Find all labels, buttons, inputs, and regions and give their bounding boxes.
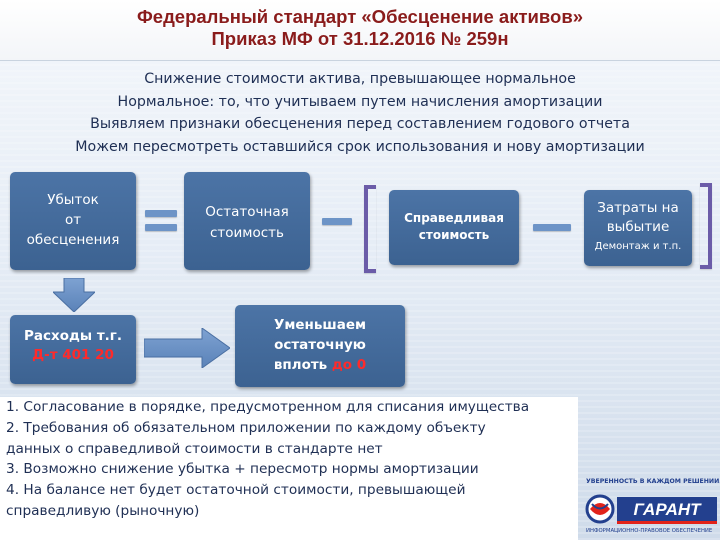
- impairment-loss-line-2: от: [64, 212, 82, 228]
- note-line-6: справедливую (рыночную): [6, 502, 200, 519]
- note-line-1: 1. Согласование в порядке, предусмотренн…: [6, 399, 530, 415]
- fair-value-line-2: стоимость: [418, 228, 490, 242]
- residual-value-line-2: стоимость: [209, 225, 284, 241]
- reduce-residual-prefix: вплоть: [273, 357, 332, 373]
- summary-text: Снижение стоимости актива, превышающее н…: [0, 68, 720, 158]
- title-line-2: Приказ МФ от 31.12.2016 № 259н: [211, 28, 509, 49]
- reduce-residual-box: Уменьшаем остаточную вплоть до 0: [235, 305, 405, 387]
- logo-footer: ИНФОРМАЦИОННО-ПРАВОВОЕ ОБЕСПЕЧЕНИЕ: [586, 528, 713, 534]
- disposal-costs-note: Демонтаж и т.п.: [594, 241, 682, 252]
- note-line-3: данных о справедливой стоимости в станда…: [6, 440, 383, 457]
- note-line-4: 3. Возможно снижение убытка + пересмотр …: [6, 461, 479, 478]
- title-line-1: Федеральный стандарт «Обесценение активо…: [136, 6, 584, 27]
- fair-value-box: Справедливая стоимость: [389, 190, 519, 265]
- right-arrow-icon: [144, 328, 230, 368]
- summary-line-4: Можем пересмотреть оставшийся срок испол…: [75, 138, 645, 155]
- disposal-costs-line-2: выбытие: [606, 219, 670, 235]
- current-expenses-line-1: Расходы т.г.: [24, 328, 122, 344]
- slide-title: Федеральный стандарт «Обесценение активо…: [0, 6, 720, 50]
- minus-sign: [322, 218, 352, 225]
- logo-brand: ГАРАНТ: [633, 500, 702, 519]
- fair-value-line-1: Справедливая: [404, 211, 504, 225]
- residual-value-box: Остаточная стоимость: [184, 172, 310, 270]
- summary-line-3: Выявляем признаки обесценения перед сост…: [90, 116, 630, 132]
- reduce-residual-line-3: вплоть до 0: [235, 355, 405, 375]
- title-band: [0, 0, 720, 61]
- disposal-costs-box: Затраты на выбытие Демонтаж и т.п.: [584, 190, 692, 266]
- left-bracket: [364, 185, 376, 273]
- reduce-residual-limit: до 0: [331, 357, 367, 373]
- equals-bar-bottom: [145, 224, 177, 231]
- impairment-loss-line-1: Убыток: [47, 192, 99, 208]
- note-line-2: 2. Требования об обязательном приложении…: [6, 419, 486, 436]
- equals-bar-top: [145, 210, 177, 217]
- numbered-notes: 1. Согласование в порядке, предусмотренн…: [0, 397, 578, 540]
- right-bracket: [700, 183, 712, 269]
- current-expenses-account: Д-т 401 20: [32, 347, 114, 363]
- impairment-loss-box: Убыток от обесценения: [10, 172, 136, 270]
- residual-value-line-1: Остаточная: [205, 204, 289, 220]
- reduce-residual-line-2: остаточную: [274, 337, 366, 353]
- disposal-costs-line-1: Затраты на: [597, 200, 679, 216]
- garant-logo: ГАРАНТ: [585, 494, 717, 524]
- summary-line-1: Снижение стоимости актива, превышающее н…: [144, 71, 576, 87]
- reduce-residual-line-1: Уменьшаем: [273, 317, 367, 333]
- summary-line-2: Нормальное: то, что учитываем путем начи…: [117, 93, 603, 110]
- impairment-loss-line-3: обесценения: [26, 232, 120, 248]
- minus-sign-2: [533, 224, 571, 231]
- note-line-5: 4. На балансе нет будет остаточной стоим…: [6, 482, 466, 499]
- logo-tagline: УВЕРЕННОСТЬ В КАЖДОМ РЕШЕНИИ.: [586, 478, 720, 485]
- current-expenses-box: Расходы т.г. Д-т 401 20: [10, 315, 136, 384]
- down-arrow-icon: [53, 278, 95, 312]
